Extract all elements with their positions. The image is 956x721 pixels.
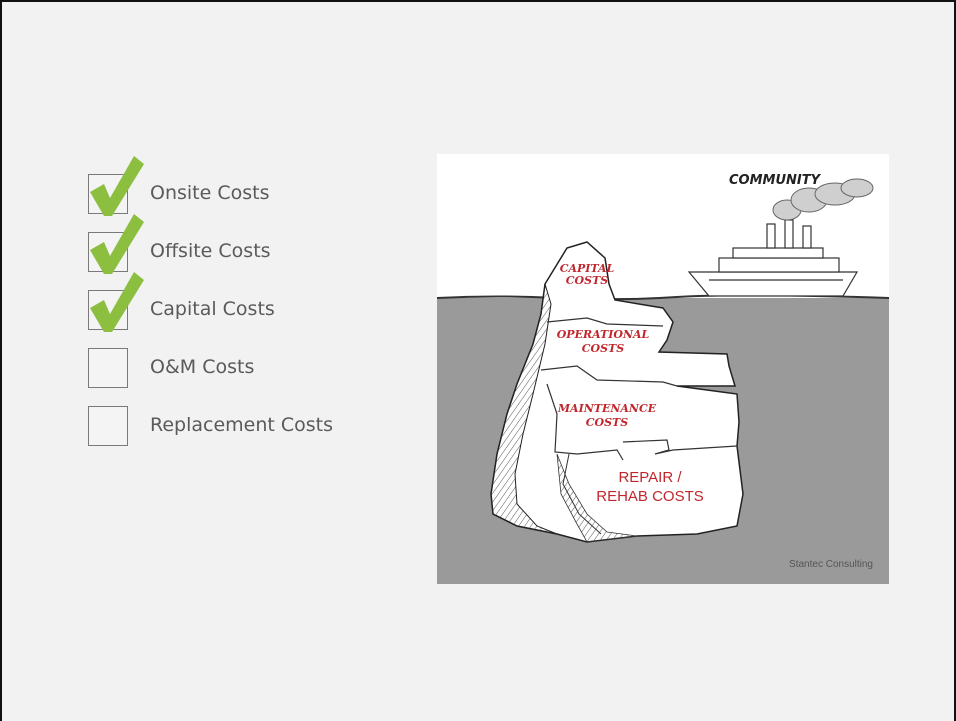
checkbox[interactable] xyxy=(88,348,128,388)
operational-label: OPERATIONAL xyxy=(557,328,650,341)
iceberg-shadow xyxy=(490,283,558,535)
layer-line xyxy=(622,439,738,455)
iceberg-illustration: COMMUNITY CAPITAL COSTS OPERATIONAL COST… xyxy=(437,173,889,584)
operational-label: COSTS xyxy=(582,342,624,355)
checkmark-icon xyxy=(90,214,144,274)
checklist-item-om[interactable]: O&M Costs xyxy=(88,346,388,390)
checklist-item-offsite[interactable]: Offsite Costs xyxy=(88,214,388,274)
maintenance-label: MAINTENANCE xyxy=(557,402,657,415)
layer-line xyxy=(540,365,678,387)
layer-line xyxy=(562,453,602,535)
repair-label: REPAIR / REHAB COSTS xyxy=(565,468,735,506)
ship xyxy=(687,219,859,297)
checkmark-icon xyxy=(90,272,144,332)
layer-line xyxy=(546,317,664,327)
checklist-item-replacement[interactable]: Replacement Costs xyxy=(88,404,388,448)
checklist-item-capital[interactable]: Capital Costs xyxy=(88,272,388,332)
iceberg-shadow-lower xyxy=(556,453,638,543)
capital-label: CAPITAL xyxy=(560,262,615,275)
layer-line xyxy=(546,383,624,461)
iceberg-figure: COMMUNITY CAPITAL COSTS OPERATIONAL COST… xyxy=(437,154,889,584)
checklist-item-label: Replacement Costs xyxy=(150,414,334,436)
ship-label: COMMUNITY xyxy=(729,173,822,188)
maintenance-label: COSTS xyxy=(586,416,628,429)
checkmark-icon xyxy=(90,156,144,216)
checklist-item-label: Offsite Costs xyxy=(150,240,271,262)
smoke xyxy=(772,178,874,221)
checklist-item-onsite[interactable]: Onsite Costs xyxy=(88,156,388,216)
image-credit: Stantec Consulting xyxy=(789,559,873,570)
checklist-item-label: Onsite Costs xyxy=(150,182,270,204)
checklist-item-label: Capital Costs xyxy=(150,298,275,320)
checkbox[interactable] xyxy=(88,406,128,446)
repair-label-line: REPAIR / xyxy=(618,469,682,486)
capital-label: COSTS xyxy=(566,274,608,287)
repair-label-line: REHAB COSTS xyxy=(596,488,704,505)
checklist-item-label: O&M Costs xyxy=(150,356,255,378)
